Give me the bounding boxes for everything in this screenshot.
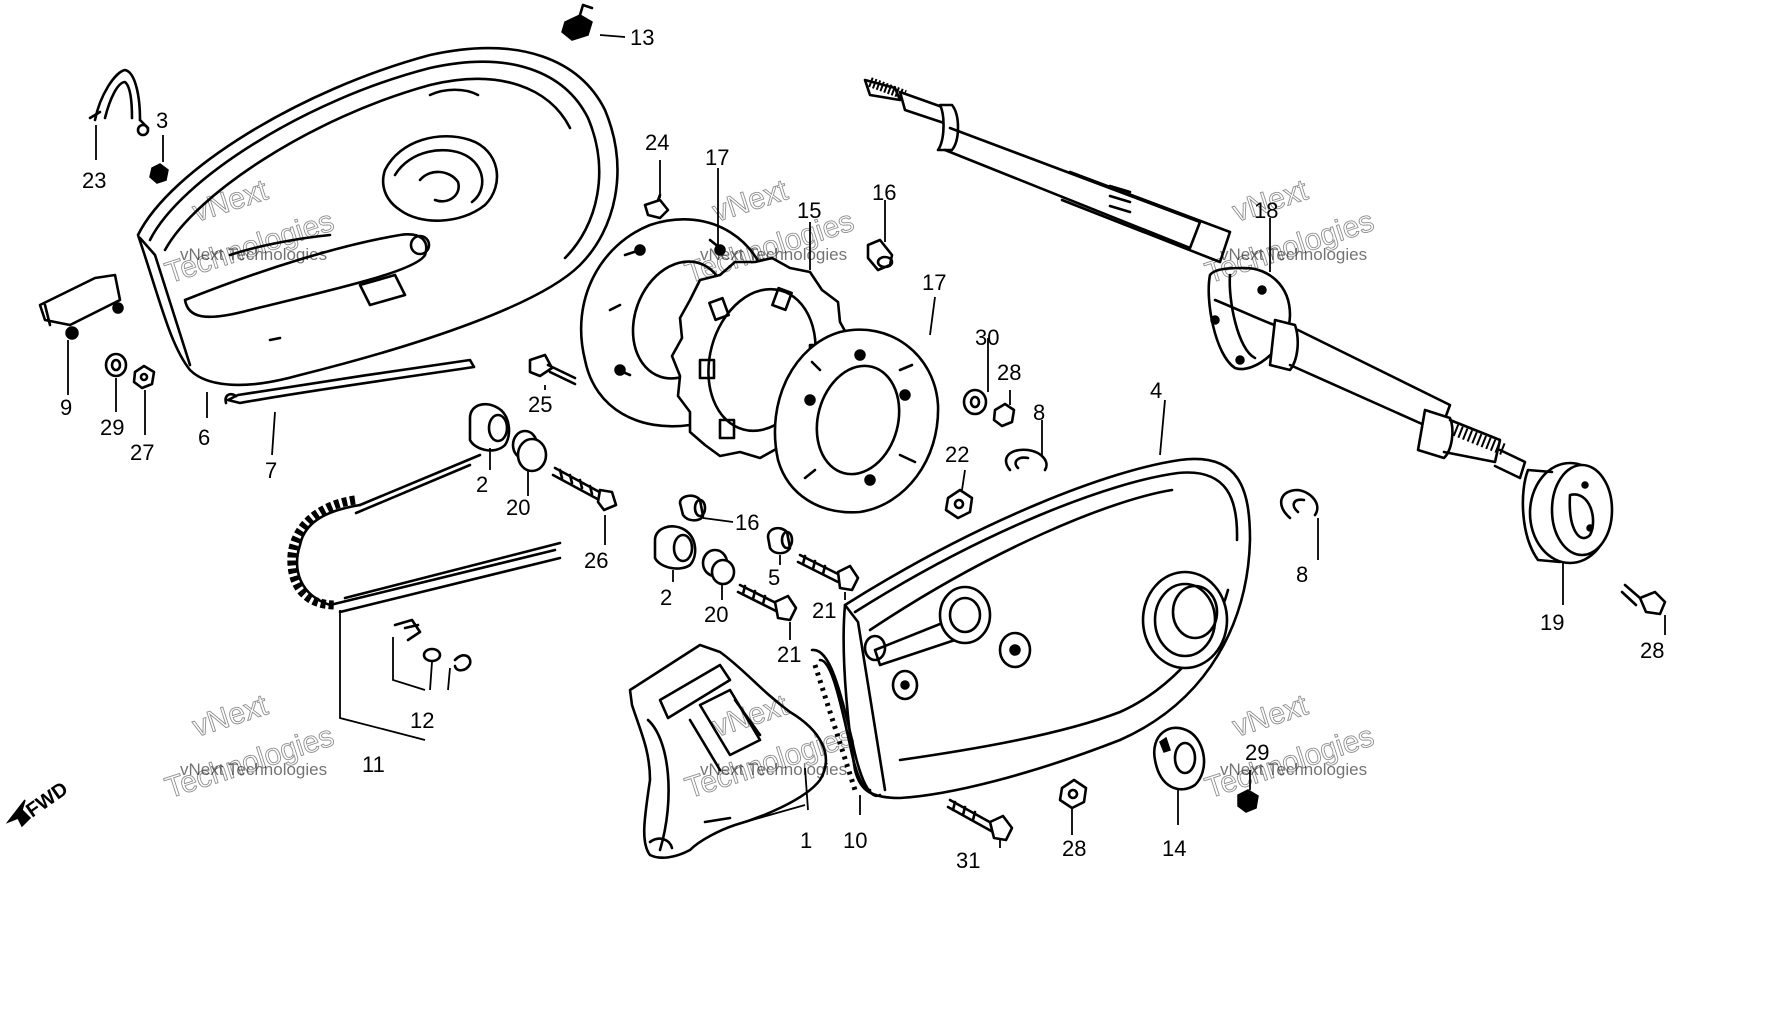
svg-text:vNext: vNext (189, 688, 273, 743)
master-link-13 (393, 618, 472, 672)
callout-6: 5 (768, 565, 780, 590)
bolt-26 (1620, 583, 1667, 616)
callout-9: 9 (60, 395, 72, 420)
callout-29-left: 28 (1062, 836, 1086, 861)
washer-30-right (962, 388, 988, 416)
callout-3: 3 (156, 108, 168, 133)
seal-10 (810, 648, 882, 798)
hub-19 (1521, 461, 1614, 565)
callout-18: 18 (1254, 198, 1278, 223)
callout-10: 10 (843, 828, 867, 853)
callout-25: 25 (528, 392, 552, 417)
damper-2-lower (653, 525, 697, 570)
callout-30-right: 30 (975, 325, 999, 350)
svg-text:vNext: vNext (709, 173, 793, 228)
callout-20-top: 20 (506, 495, 530, 520)
drive-chain (287, 453, 562, 614)
washer-30-left (104, 352, 128, 378)
callout-8-top: 8 (1033, 400, 1045, 425)
bolt-24 (643, 193, 670, 220)
bracket-9 (38, 273, 124, 340)
bolt-21-upper (796, 553, 860, 592)
callout-11: 14 (1162, 836, 1186, 861)
watermark-bottom-left: vNext vNext Technologies Technologies (161, 688, 339, 806)
callout-24: 24 (645, 130, 669, 155)
svg-text:vNext Technologies: vNext Technologies (180, 760, 327, 779)
collar-6 (766, 526, 794, 555)
callout-13: 12 (410, 708, 434, 733)
callout-19: 19 (1540, 610, 1564, 635)
callout-22: 22 (945, 442, 969, 467)
callout-5: 6 (198, 425, 210, 450)
callout-8-right: 8 (1296, 562, 1308, 587)
leader-lines (67, 34, 1666, 848)
callout-29-right: 29 (1245, 740, 1269, 765)
rear-axle (863, 77, 1527, 480)
forward-direction-indicator: FWD (5, 778, 72, 828)
sprocket-cover-1 (628, 643, 828, 860)
callout-21-lower: 21 (777, 642, 801, 667)
callout-labels: 13 3 23 24 17 15 16 17 18 30 28 8 4 22 9… (60, 25, 1664, 873)
sprocket-plate-right (773, 328, 940, 514)
callout-21-upper: 21 (812, 598, 836, 623)
circlip-8-right (1279, 488, 1319, 520)
callout-27: 26 (584, 548, 608, 573)
callout-2-lower: 2 (660, 585, 672, 610)
watermark-bottom-right: vNext vNext Technologies Technologies (1201, 688, 1379, 806)
callout-17-left: 17 (705, 145, 729, 170)
callout-12: 11 (362, 752, 385, 777)
bolt-21-lower (736, 583, 798, 622)
nut-29-right (1237, 789, 1259, 813)
callout-4: 4 (1150, 378, 1162, 403)
callout-28-left: 27 (130, 440, 154, 465)
nut-28-left (132, 364, 156, 390)
callout-16-lower: 16 (735, 510, 759, 535)
callout-28-right: 28 (997, 360, 1021, 385)
callout-17-right: 17 (922, 270, 946, 295)
nut-29-left (1058, 778, 1088, 810)
callout-2-top: 2 (476, 472, 488, 497)
nut-22 (944, 488, 974, 520)
bolt-27 (551, 466, 618, 512)
svg-text:vNext Technologies: vNext Technologies (700, 245, 847, 264)
nut-3 (149, 163, 169, 184)
callout-14: 13 (630, 25, 654, 50)
callout-30-left: 29 (100, 415, 124, 440)
callout-31: 31 (956, 848, 980, 873)
nut-28-right (992, 402, 1016, 428)
bolt-31 (946, 798, 1014, 842)
washer-20-lower (701, 548, 736, 586)
callout-1: 1 (800, 828, 812, 853)
circlip-8-top (1004, 448, 1048, 472)
callout-16-top: 16 (872, 180, 896, 205)
svg-text:vNext: vNext (1229, 688, 1313, 743)
callout-23: 23 (82, 168, 106, 193)
svg-text:vNext Technologies: vNext Technologies (700, 760, 847, 779)
svg-text:vNext Technologies: vNext Technologies (1220, 760, 1367, 779)
bolt-14 (561, 3, 594, 41)
callout-20-lower: 20 (704, 602, 728, 627)
fwd-label: FWD (22, 778, 72, 822)
damper-2-top (468, 402, 511, 452)
bolt-25 (528, 353, 577, 386)
svg-text:vNext Technologies: vNext Technologies (180, 245, 327, 264)
collar-16-lower (678, 494, 707, 522)
callout-26: 28 (1640, 638, 1664, 663)
chain-case-right (842, 457, 1252, 800)
callout-7: 7 (265, 458, 277, 483)
clip-23 (88, 68, 150, 137)
callout-15: 15 (797, 198, 821, 223)
chain-case-left (136, 46, 619, 387)
svg-text:vNext Technologies: vNext Technologies (1220, 245, 1367, 264)
washer-20-top (511, 429, 548, 473)
boot-11 (1152, 726, 1206, 791)
collar-16-top (866, 238, 894, 272)
chain-guide (224, 358, 476, 405)
